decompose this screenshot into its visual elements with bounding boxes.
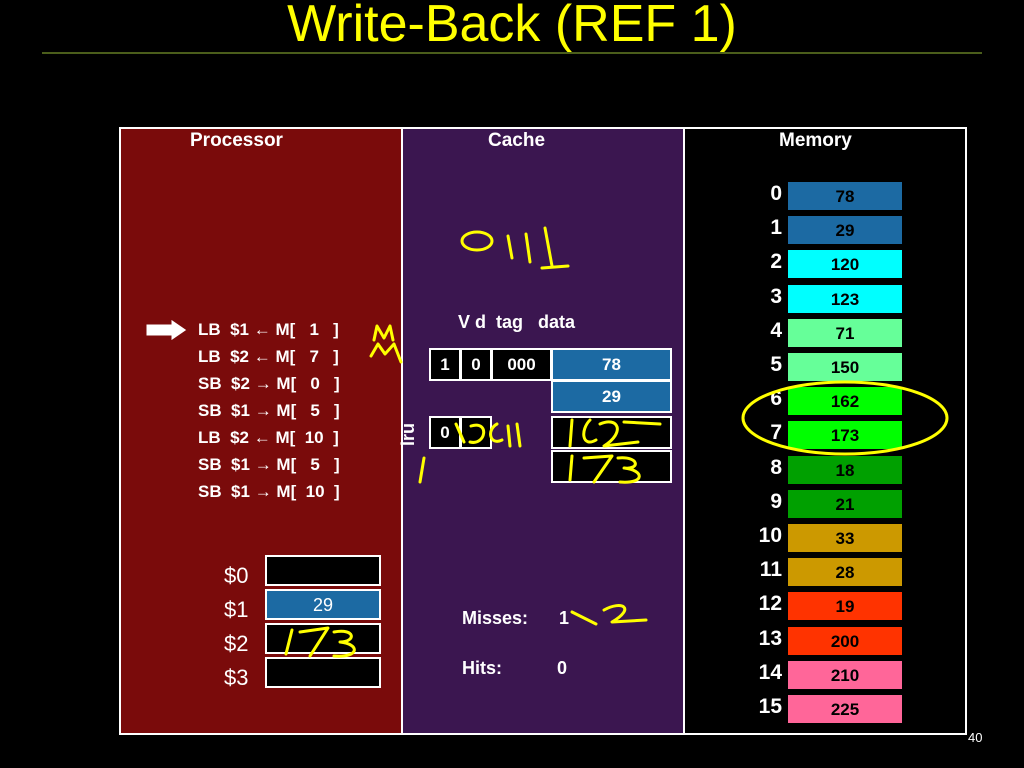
instruction-line: SB $1 → M[ 5 ] [198,401,340,420]
register-label: $1 [224,597,249,622]
title-divider [42,52,982,54]
memory-address: 1 [770,216,782,240]
instruction-line: LB $2 ← M[ 10 ] [198,428,339,447]
register-label: $2 [224,631,249,656]
memory-address: 11 [759,558,782,582]
memory-address: 0 [770,182,782,205]
memory-cell: 78 [787,181,903,211]
cache-column-headers: V d tag data [458,312,576,332]
register-label: $0 [224,563,249,588]
memory-address: 7 [770,421,782,445]
instruction-line: SB $1 → M[ 5 ] [198,455,340,474]
instruction-line: LB $2 ← M[ 7 ] [198,347,339,366]
memory-address: 10 [758,524,782,547]
memory-address: 13 [758,626,782,650]
memory-cell: 19 [787,591,903,622]
memory-address: 4 [770,318,782,342]
page-number: 40 [968,730,983,745]
memory-cell: 123 [787,283,903,314]
misses-label: Misses: [462,608,529,628]
memory-cell: 225 [787,694,903,724]
register-label: $3 [224,665,249,690]
memory-address: 15 [758,695,782,718]
memory-address: 5 [770,353,782,376]
memory-cell: 120 [787,249,903,280]
memory-cell: 18 [787,454,903,485]
instruction-line: LB $1 ← M[ 1 ] [198,320,339,339]
memory-cell: 162 [787,386,903,417]
memory-address: 8 [770,455,782,479]
memory-address: 6 [770,387,782,411]
memory-cell: 33 [787,523,903,553]
memory-cell: 210 [787,659,903,690]
hits-label: Hits: [462,658,502,678]
processor-heading: Processor [190,130,283,151]
register-value [265,657,381,688]
memory-cell: 173 [787,420,903,451]
memory-cell: 28 [787,557,903,588]
memory-cell: 29 [787,215,903,246]
memory-address: 9 [770,489,782,513]
memory-heading: Memory [779,130,852,151]
memory-cell: 200 [787,625,903,656]
register-value: 29 [265,589,381,620]
current-instruction-arrow-icon [145,318,188,342]
cache-heading: Cache [488,130,546,151]
memory-cell: 21 [787,488,903,519]
memory-address: 14 [758,660,782,684]
cache-tag: 000 [491,348,552,381]
memory-address: 12 [758,592,782,616]
memory-cell: 150 [787,352,903,382]
instruction-line: SB $1 → M[ 10 ] [198,482,340,501]
hits-count: 0 [557,658,568,678]
cache-data-cell: 29 [551,380,672,413]
cache-data-cell: 78 [551,348,672,381]
memory-cell: 71 [787,317,903,348]
instruction-line: SB $2 → M[ 0 ] [198,374,340,393]
cache-valid-bit: 1 [429,348,461,381]
memory-address: 3 [770,284,782,308]
slide-title: Write-Back (REF 1) [287,0,737,53]
memory-address: 2 [770,250,782,274]
register-value [265,555,381,586]
misses-count: 1 [559,608,570,628]
